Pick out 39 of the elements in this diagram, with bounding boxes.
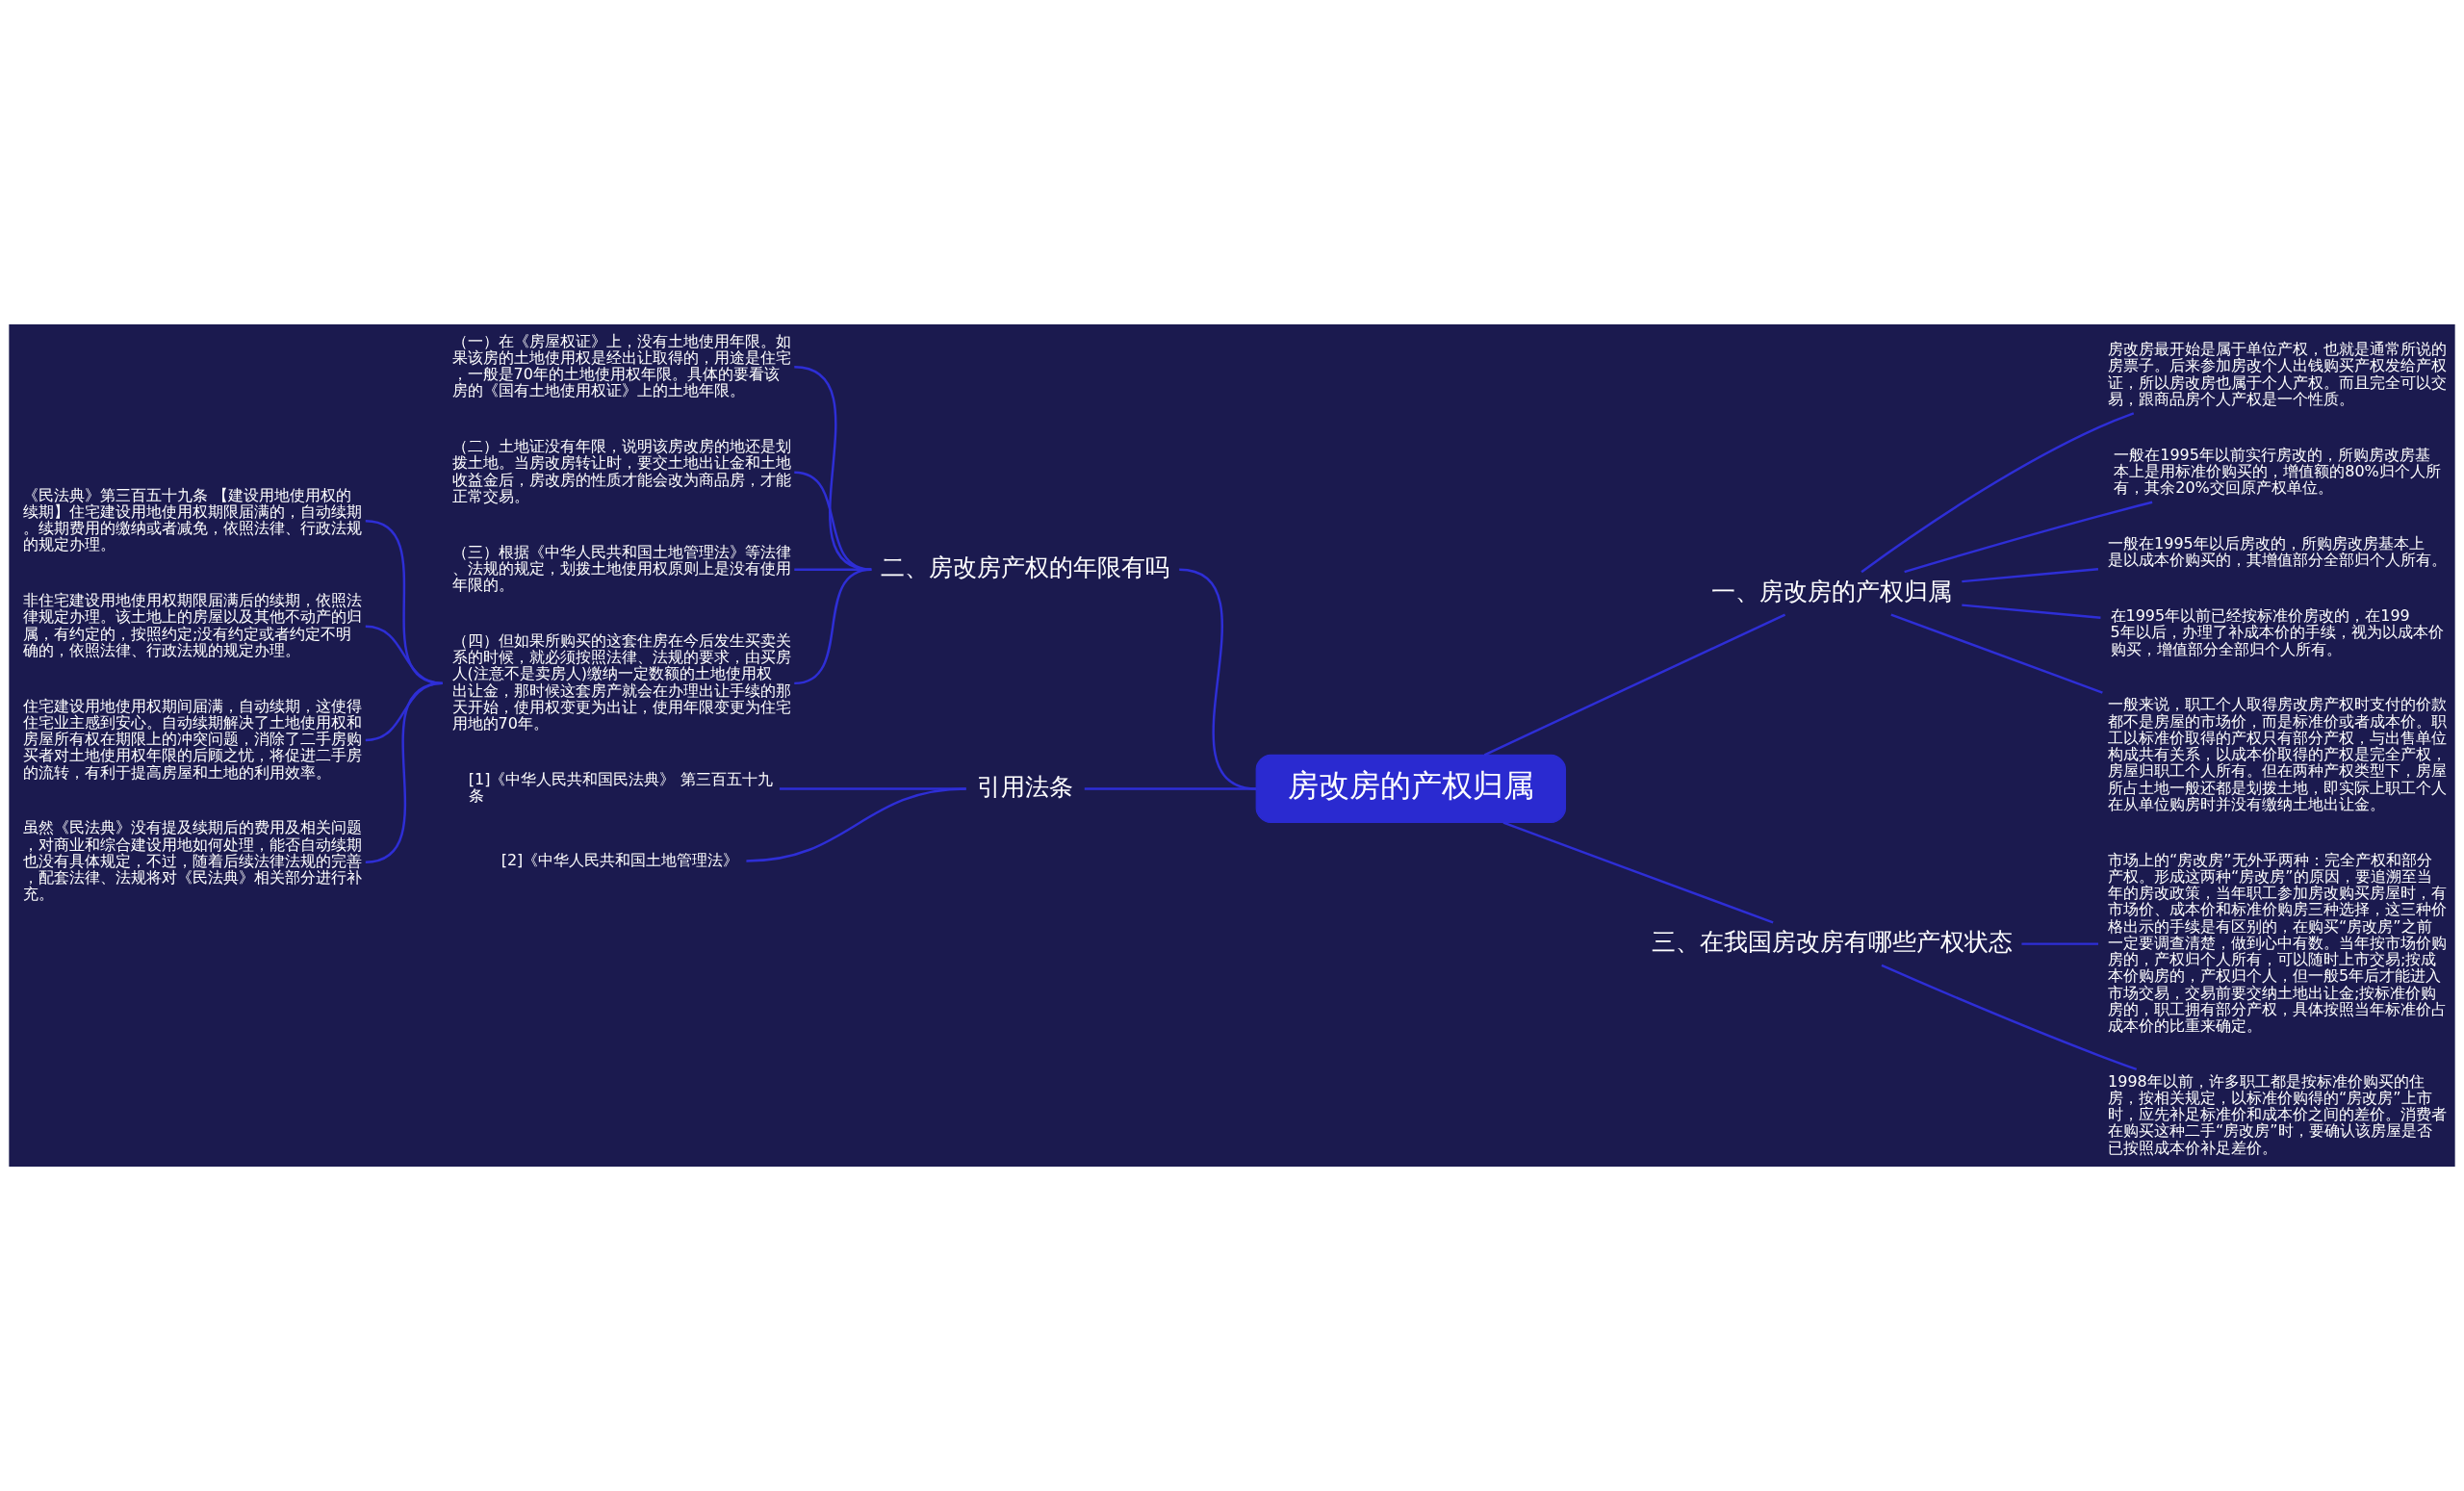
connector: [1084, 787, 1257, 790]
node-text: [2]《中华人民共和国土地管理法》: [500, 850, 739, 869]
connector: [1861, 412, 2135, 574]
connector: [1881, 964, 2138, 1071]
connector: [1962, 604, 2101, 619]
connector: [794, 568, 872, 685]
node-text: 市场上的“房改房”无外乎两种：完全产权和部分产权。形成这两种“房改房”的原因，要追溯至当年的房改政策，当年职工参加房改购买房屋时，有市场价、成本价和标准价购房三种选择，这三种价格出示的手续是有区别的，在购买“房改房”之前一定要调查清楚，做到心中有数。当年按市场价购房的，产权归个人所有，可以随时上市交易;按成本价购房的，产权归个人，但一般5年后才能进入市场交易，交易前要交纳土地出让金;按标准价购房的，职工拥有部分产权，具体按照当年标准价占成本价的比重来确定。: [2108, 850, 2448, 1035]
connector: [1502, 821, 1774, 924]
node-text: 房改房最开始是属于单位产权，也就是通常所说的房票子。后来参加房改个人出钱购买产权发给产权证，所以房改房也属于个人产权。而且完全可以交易，跟商品房个人产权是一个性质。: [2108, 340, 2448, 408]
connector: [1904, 501, 2153, 574]
node-text: 非住宅建设用地使用权期限届满后的续期，依照法律规定办理。该土地上的房屋以及其他不动产的归属，有约定的，按照约定;没有约定或者约定不明确的，依照法律、行政法规的规定办理。: [23, 591, 363, 659]
node-text: 二、房改房产权的年限有吗: [881, 553, 1170, 581]
node-text: 住宅建设用地使用权期间届满，自动续期，这使得住宅业主感到安心。自动续期解决了土地使用权和房屋所有权在期限上的冲突问题，消除了二手房购买者对土地使用权年限的后顾之忧，将促进二手房的流转，有利于提高房屋和土地的利用效率。: [23, 696, 363, 782]
node-text: 一般来说，职工个人取得房改房产权时支付的价款都不是房屋的市场价，而是标准价或者成本价。职工以标准价取得的产权只有部分产权，与出售单位构成共有关系，以成本价取得的产权是完全产权，房屋归职工个人所有。但在两种产权类型下，房屋所占土地一般还都是划拨土地，即实际上职工个人在从单位购房时并没有缴纳土地出让金。: [2108, 695, 2448, 813]
node-box: 房改房的产权归属: [1255, 754, 1567, 824]
connector: [1483, 613, 1786, 757]
connector: [2021, 942, 2099, 945]
node-text: 虽然《民法典》没有提及续期后的费用及相关问题，对商业和综合建设用地如何处理，能否自动续期也没有具体规定，不过，随着后续法律法规的完善，配套法律、法规将对《民法典》相关部分进行补充。: [23, 818, 363, 904]
node-text: [1]《中华人民共和国民法典》 第三百五十九条: [468, 769, 773, 806]
connector: [365, 625, 443, 685]
node-text: （四）但如果所购买的这套住房在今后发生买卖关系的时候，就必须按照法律、法规的要求，由买房人(注意不是卖房人)缴纳一定数额的土地使用权出让金，那时候这套房产就会在办理出让手续的那天开始，使用权变更为出让，使用年限变更为住宅用地的70年。: [451, 631, 791, 733]
connector: [1890, 613, 2103, 694]
node-text: 一般在1995年以后房改的，所购房改房基本上是以成本价购买的，其增值部分全部归个人所有。: [2108, 534, 2448, 570]
node-text: （三）根据《中华人民共和国土地管理法》等法律、法规的规定，划拨土地使用权原则上是没有使用年限的。: [451, 542, 791, 595]
connector: [365, 681, 443, 863]
node-text: 《民法典》第三百五十九条 【建设用地使用权的续期】住宅建设用地使用权期限届满的，自动续期。续期费用的缴纳或者减免，依照法律、行政法规的规定办理。: [23, 485, 363, 554]
connector: [794, 366, 872, 571]
node-text: （一）在《房屋权证》上，没有土地使用年限。如果该房的土地使用权是经出让取得的，用途是住宅，一般是70年的土地使用权年限。具体的要看该房的《国有土地使用权证》上的土地年限。: [451, 331, 791, 400]
node-text: 引用法条: [977, 772, 1074, 801]
connector: [1962, 567, 2099, 583]
node-text: 三、在我国房改房有哪些产权状态: [1651, 927, 2013, 956]
node-text: 一、房改房的产权归属: [1711, 577, 1953, 605]
node-text: 一般在1995年以前实行房改的，所购房改房基本上是用标准价购买的，增值额的80%归个人所有，其余20%交回原产权单位。: [2114, 445, 2441, 498]
node-text: 在1995年以前已经按标准价房改的，在1995年以后，办理了补成本价的手续，视为以成本价购买，增值部分全部归个人所有。: [2110, 606, 2444, 658]
connector: [794, 471, 872, 571]
node-text: （二）土地证没有年限，说明该房改房的地还是划拨土地。当房改房转让时，要交土地出让金和土地收益金后，房改房的性质才能会改为商品房，才能正常交易。: [451, 437, 791, 505]
connector: [746, 787, 966, 862]
node-text: 1998年以前，许多职工都是按标准价购买的住房，按相关规定，以标准价购得的“房改房”上市时，应先补足标准价和成本价之间的差价。消费者在购买这种二手“房改房”时，要确认该房屋是否已按照成本价补足差价。: [2108, 1071, 2448, 1157]
connector: [365, 520, 443, 685]
